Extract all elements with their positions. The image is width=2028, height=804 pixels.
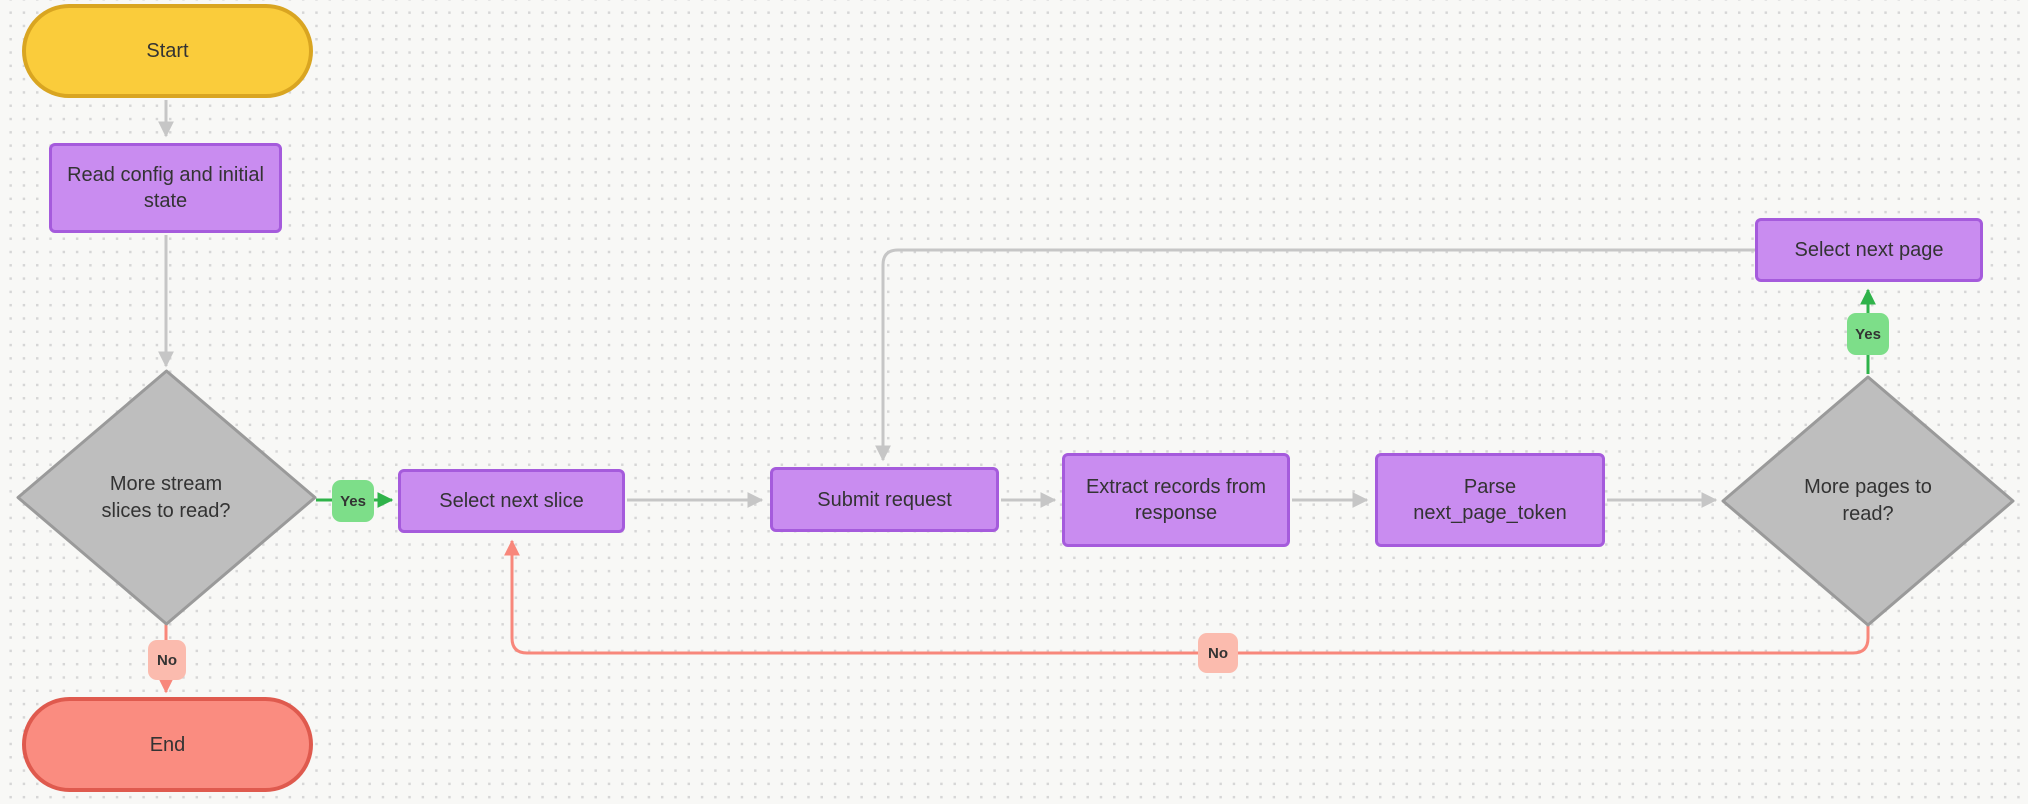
edge-select-page-to-submit bbox=[875, 248, 1755, 462]
node-select-next-slice: Select next slice bbox=[398, 469, 625, 533]
node-read-config-label: Read config and initial state bbox=[67, 164, 264, 212]
node-start: Start bbox=[22, 4, 313, 98]
node-read-config: Read config and initial state bbox=[49, 143, 282, 233]
node-parse-token: Parse next_page_token bbox=[1375, 453, 1605, 547]
edge-label-no-pages: No bbox=[1198, 633, 1238, 673]
node-extract-records: Extract records from response bbox=[1062, 453, 1290, 547]
node-extract-records-label: Extract records from response bbox=[1085, 476, 1267, 524]
edge-label-yes-pages: Yes bbox=[1847, 313, 1889, 355]
node-parse-token-label: Parse next_page_token bbox=[1413, 476, 1567, 524]
node-select-next-page-label: Select next page bbox=[1794, 239, 1944, 261]
node-more-pages-label: More pages to read? bbox=[1804, 476, 1932, 525]
edge-more-pages-no-loop bbox=[504, 539, 1870, 655]
edge-label-no-slices: No bbox=[148, 640, 186, 680]
node-end-label: End bbox=[149, 733, 186, 756]
node-more-pages-diamond bbox=[1721, 375, 2015, 627]
node-submit-request: Submit request bbox=[770, 467, 999, 532]
node-more-slices-label: More stream slices to read? bbox=[101, 472, 231, 522]
node-start-label: Start bbox=[146, 40, 189, 62]
node-more-slices-diamond bbox=[16, 369, 317, 626]
edge-label-yes-slices: Yes bbox=[332, 480, 374, 522]
node-select-next-slice-label: Select next slice bbox=[439, 490, 584, 512]
node-select-next-page: Select next page bbox=[1755, 218, 1983, 282]
node-submit-request-label: Submit request bbox=[817, 488, 952, 511]
node-end: End bbox=[22, 697, 313, 792]
